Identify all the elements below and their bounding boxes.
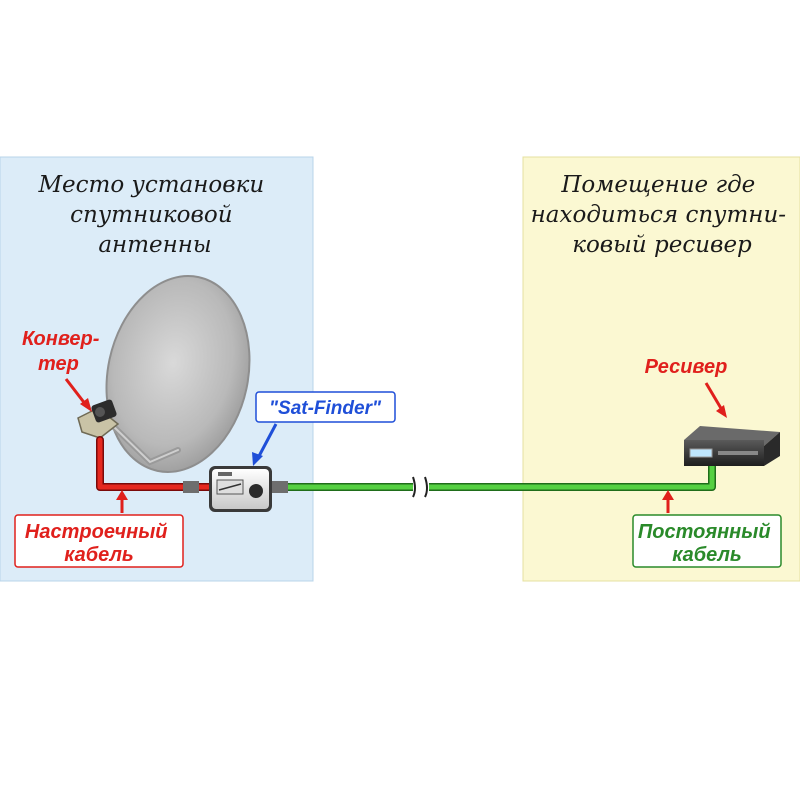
satellite-dish-icon	[105, 275, 251, 473]
cable-break-mark	[412, 476, 429, 498]
antenna-zone-title-line-1: Место установки	[38, 172, 265, 198]
setup-cable-label: Настроечный кабель	[25, 521, 173, 566]
antenna-zone-title-line-3: антенны	[98, 232, 211, 258]
setup-cable-label-box	[14, 514, 184, 568]
satfinder-label-box	[255, 391, 396, 423]
permanent-cable-label-line-1: Постоянный	[638, 521, 771, 543]
receiver-arrow	[704, 382, 724, 411]
receiver-label: Ресивер	[645, 356, 728, 378]
setup-cable-label-line-2: кабель	[64, 544, 134, 566]
receiver-zone-title: Помещение где находиться спутни- ковый р…	[531, 172, 794, 258]
sat-finder-device-icon	[209, 466, 272, 512]
satfinder-label: "Sat-Finder"	[269, 398, 382, 419]
permanent-cable-label-box	[632, 514, 782, 568]
antenna-zone-title: Место установки спутниковой антенны	[38, 172, 272, 258]
converter-lnb-icon	[77, 399, 120, 439]
permanent-cable-label-line-2: кабель	[672, 544, 742, 566]
satfinder-arrow	[256, 423, 278, 459]
antenna-zone-title-line-2: спутниковой	[70, 202, 232, 228]
converter-label-line-2: тер	[38, 353, 79, 375]
receiver-zone-title-line-2: находиться спутни-	[531, 202, 786, 228]
receiver-zone-panel	[522, 156, 800, 582]
receiver-zone-title-line-1: Помещение где	[560, 172, 755, 198]
receiver-device-icon	[684, 426, 780, 466]
receiver-zone-title-line-3: ковый ресивер	[572, 232, 752, 258]
permanent-cable-label: Постоянный кабель	[638, 521, 776, 566]
converter-arrow	[64, 378, 88, 406]
setup-cable-label-line-1: Настроечный	[25, 521, 168, 543]
converter-label-line-1: Конвер-	[22, 328, 100, 350]
converter-label: Конвер- тер	[22, 328, 105, 375]
